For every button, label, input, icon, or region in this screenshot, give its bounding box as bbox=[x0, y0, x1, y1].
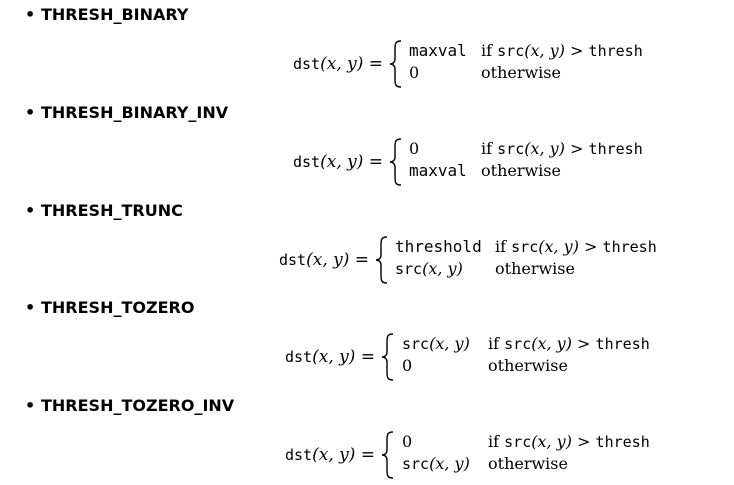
heading-text: THRESH_BINARY_INV bbox=[41, 103, 229, 122]
case-value: maxval bbox=[409, 41, 467, 60]
case-condition: otherwise bbox=[481, 63, 561, 82]
formula-tozero-inv: dst(x, y) = 0 src(x, y) if src(x, y) > t… bbox=[285, 431, 665, 481]
bullet-icon: • bbox=[25, 298, 36, 317]
heading-text: THRESH_BINARY bbox=[41, 5, 189, 24]
heading-text: THRESH_TOZERO bbox=[41, 298, 195, 317]
case-value: 0 bbox=[402, 432, 413, 451]
formula-binary-inv: dst(x, y) = 0 maxval if src(x, y) > thre… bbox=[293, 138, 653, 188]
case-condition: otherwise bbox=[495, 259, 575, 278]
case-value: threshold bbox=[395, 237, 482, 256]
threshold-type-heading-binary: • THRESH_BINARY bbox=[25, 5, 188, 25]
formula-trunc: dst(x, y) = threshold src(x, y) if src(x… bbox=[279, 236, 669, 286]
case-condition: if src(x, y) > thresh bbox=[488, 334, 650, 353]
case-value: 0 bbox=[409, 139, 420, 158]
case-condition: if src(x, y) > thresh bbox=[495, 237, 657, 256]
formula-lhs: dst(x, y) = bbox=[285, 445, 376, 465]
left-brace-icon bbox=[389, 40, 402, 88]
case-value: src(x, y) bbox=[395, 259, 463, 278]
case-condition: if src(x, y) > thresh bbox=[488, 432, 650, 451]
formula-lhs: dst(x, y) = bbox=[285, 347, 376, 367]
threshold-type-heading-tozero-inv: • THRESH_TOZERO_INV bbox=[25, 396, 234, 416]
threshold-type-heading-tozero: • THRESH_TOZERO bbox=[25, 298, 194, 318]
formula-tozero: dst(x, y) = src(x, y) 0 if src(x, y) > t… bbox=[285, 333, 665, 383]
left-brace-icon bbox=[381, 333, 394, 381]
bullet-icon: • bbox=[25, 201, 36, 220]
formula-lhs: dst(x, y) = bbox=[293, 54, 384, 74]
bullet-icon: • bbox=[25, 103, 36, 122]
case-value: 0 bbox=[402, 356, 413, 375]
case-value: src(x, y) bbox=[402, 334, 470, 353]
case-condition: otherwise bbox=[481, 161, 561, 180]
case-condition: otherwise bbox=[488, 454, 568, 473]
case-value: maxval bbox=[409, 161, 467, 180]
case-condition: otherwise bbox=[488, 356, 568, 375]
left-brace-icon bbox=[375, 236, 388, 284]
left-brace-icon bbox=[389, 138, 402, 186]
threshold-type-heading-binary-inv: • THRESH_BINARY_INV bbox=[25, 103, 228, 123]
left-brace-icon bbox=[381, 431, 394, 479]
threshold-type-heading-trunc: • THRESH_TRUNC bbox=[25, 201, 183, 221]
bullet-icon: • bbox=[25, 396, 36, 415]
formula-lhs: dst(x, y) = bbox=[279, 250, 370, 270]
case-condition: if src(x, y) > thresh bbox=[481, 139, 643, 158]
case-value: 0 bbox=[409, 63, 420, 82]
case-condition: if src(x, y) > thresh bbox=[481, 41, 643, 60]
formula-lhs: dst(x, y) = bbox=[293, 152, 384, 172]
case-value: src(x, y) bbox=[402, 454, 470, 473]
heading-text: THRESH_TOZERO_INV bbox=[41, 396, 235, 415]
bullet-icon: • bbox=[25, 5, 36, 24]
heading-text: THRESH_TRUNC bbox=[41, 201, 183, 220]
formula-binary: dst(x, y) = maxval 0 if src(x, y) > thre… bbox=[293, 40, 653, 90]
